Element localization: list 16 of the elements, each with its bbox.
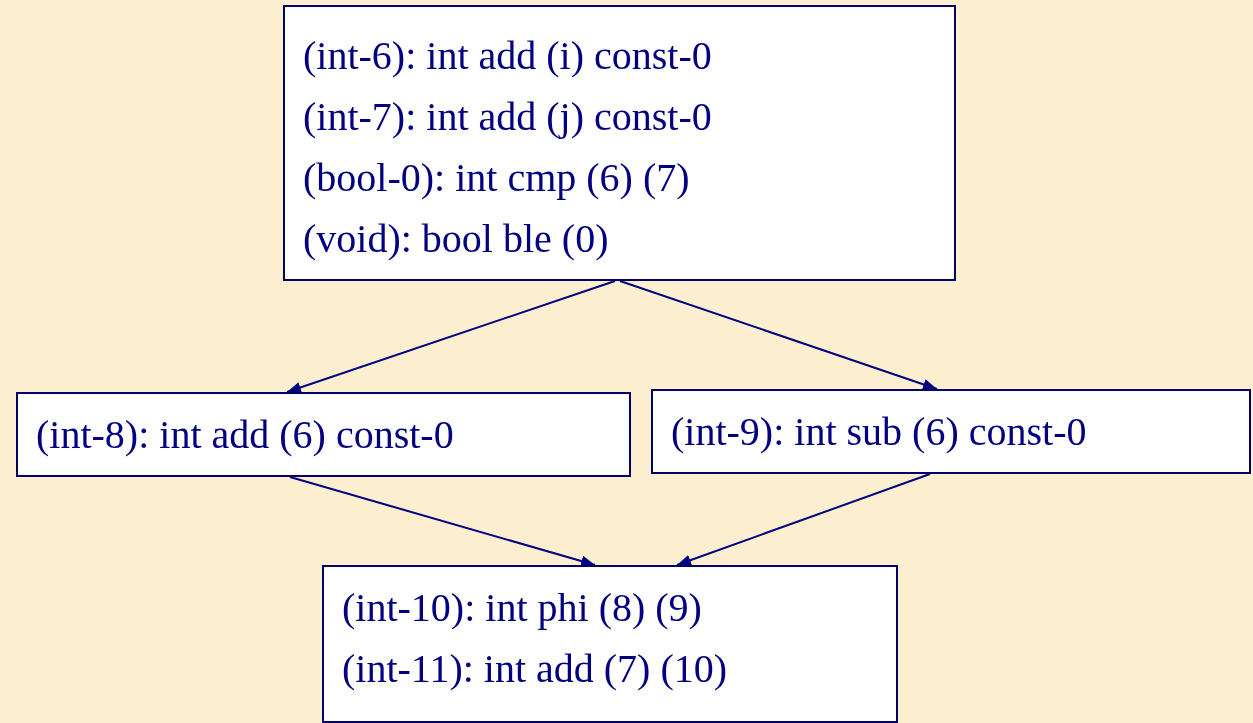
instruction-box: [16, 392, 631, 477]
arrow: [676, 473, 931, 566]
arrow: [619, 280, 938, 390]
arrow: [289, 476, 596, 567]
arrow: [286, 280, 616, 393]
instruction-text: (bool-0): int cmp (6) (7): [303, 154, 690, 202]
instruction-text: (int-9): int sub (6) const-0: [671, 408, 1087, 456]
instruction-box: [322, 565, 898, 723]
instruction-text: (int-8): int add (6) const-0: [36, 411, 454, 459]
instruction-text: (int-11): int add (7) (10): [342, 645, 728, 693]
instruction-text: (int-6): int add (i) const-0: [303, 32, 712, 80]
instruction-box: [283, 5, 956, 281]
instruction-text: (int-7): int add (j) const-0: [303, 93, 712, 141]
instruction-text: (int-10): int phi (8) (9): [342, 584, 702, 632]
instruction-text: (void): bool ble (0): [303, 215, 609, 263]
instruction-box: [651, 389, 1251, 474]
